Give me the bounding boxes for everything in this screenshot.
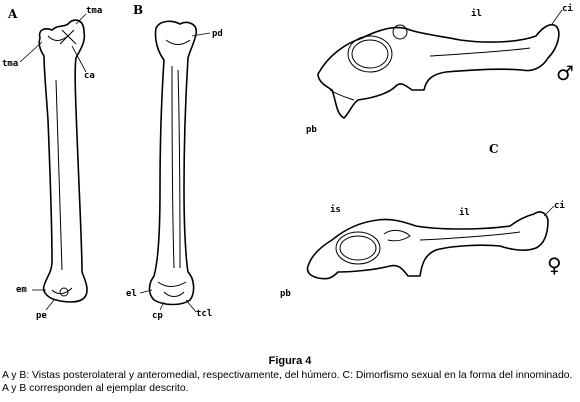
label-pe: pe bbox=[36, 311, 47, 321]
label-el: el bbox=[126, 289, 137, 299]
panel-label-a: A bbox=[7, 7, 18, 21]
label-tma-side: tma bbox=[2, 59, 18, 69]
label-tma-top: tma bbox=[86, 6, 102, 16]
male-symbol: ♂ bbox=[556, 61, 574, 85]
figure-illustration: A tma tma ca em pe B pd el cp tcl il ci … bbox=[2, 3, 574, 321]
figure-caption-title: Figura 4 bbox=[268, 355, 312, 367]
label-cp: cp bbox=[152, 311, 163, 321]
label-pb-male: pb bbox=[306, 125, 317, 135]
humerus-anteromedial bbox=[148, 20, 198, 306]
panel-label-c: C bbox=[489, 142, 499, 156]
label-il-male: il bbox=[471, 8, 482, 19]
label-pb-female: pb bbox=[280, 289, 291, 299]
label-pd: pd bbox=[212, 29, 223, 39]
innominate-female bbox=[306, 211, 549, 280]
label-is-female: is bbox=[330, 204, 341, 215]
label-em: em bbox=[16, 285, 27, 295]
label-tcl: tcl bbox=[196, 309, 212, 319]
label-ci-male: ci bbox=[562, 3, 573, 14]
humerus-posterolateral bbox=[38, 19, 88, 303]
label-il-female: il bbox=[459, 207, 470, 218]
panel-label-b: B bbox=[133, 3, 143, 17]
figure-caption-text: A y B: Vistas posterolateral y anteromed… bbox=[2, 370, 573, 394]
female-symbol: ♀ bbox=[547, 253, 562, 277]
innominate-male bbox=[317, 23, 560, 119]
label-ci-female: ci bbox=[554, 200, 565, 211]
label-ca: ca bbox=[84, 71, 95, 81]
